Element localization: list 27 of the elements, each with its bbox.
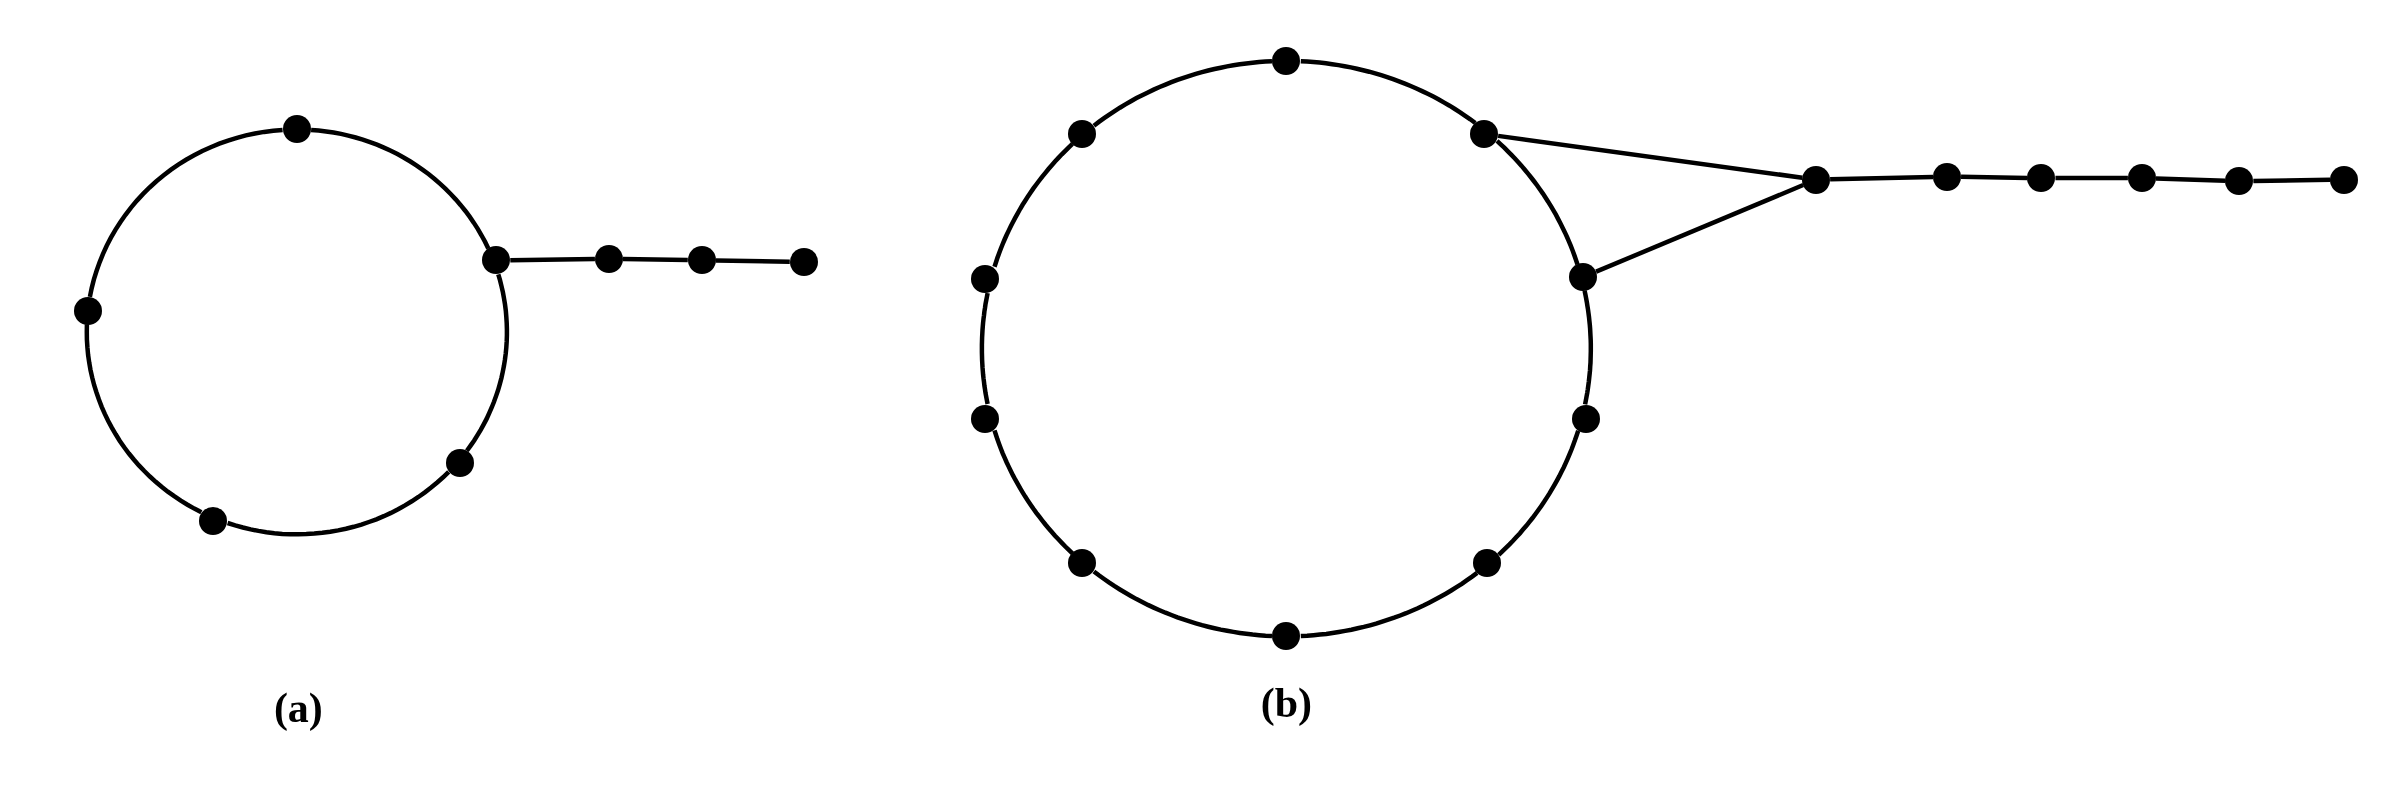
graph-edge bbox=[1497, 430, 1581, 557]
graph-edge bbox=[510, 256, 595, 263]
graph-edge bbox=[992, 429, 1074, 555]
graph-edge bbox=[84, 324, 203, 515]
graph-edge bbox=[87, 127, 283, 298]
graph-edge bbox=[622, 256, 688, 263]
graph-edge bbox=[1497, 133, 1803, 180]
graph-edge bbox=[2253, 177, 2331, 184]
graph-edge bbox=[1595, 182, 1805, 274]
graph-edge bbox=[465, 273, 510, 452]
graph-edge bbox=[226, 470, 451, 537]
graph-edge bbox=[1495, 139, 1580, 266]
graph-edge bbox=[1092, 58, 1273, 128]
graph-edge bbox=[1300, 58, 1477, 125]
graph-edge bbox=[992, 142, 1074, 268]
subfigure-label: (a) bbox=[273, 686, 323, 729]
graph-edge bbox=[1830, 174, 1934, 182]
graph-edge bbox=[1092, 569, 1273, 639]
graph-edge bbox=[1582, 290, 1594, 405]
graph-edge bbox=[2155, 176, 2226, 183]
graph-edge bbox=[1961, 174, 2028, 181]
graph-edge bbox=[2055, 175, 2128, 181]
graph-edge bbox=[979, 292, 990, 405]
graph-edge bbox=[1300, 571, 1479, 639]
subfigure-label: (b) bbox=[1260, 682, 1313, 725]
graph-edge bbox=[310, 127, 491, 250]
graph-edge bbox=[715, 258, 790, 264]
